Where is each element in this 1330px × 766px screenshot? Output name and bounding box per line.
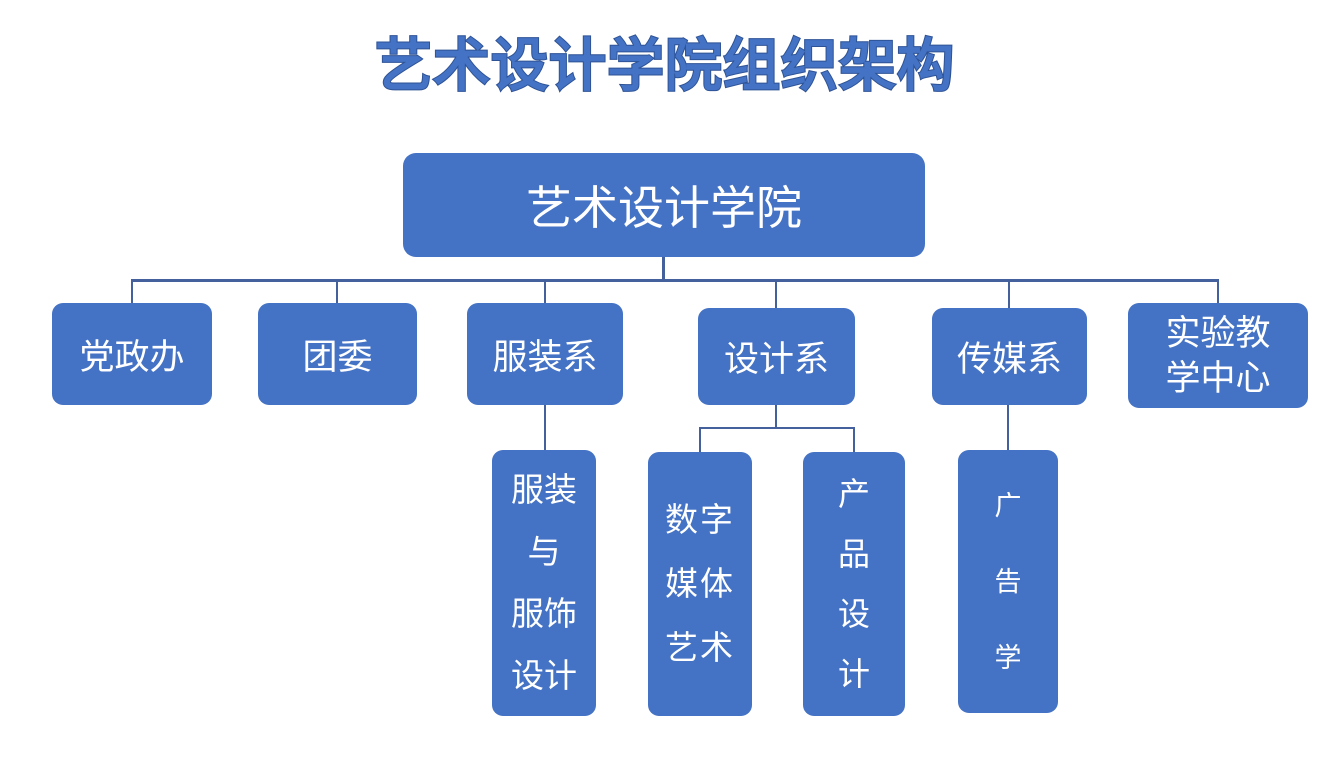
org-node-shejixi: 设计系	[698, 308, 855, 405]
connector-departments-rail	[131, 279, 1219, 282]
org-node-label: 服装系	[492, 337, 598, 377]
org-node-label: 党政办	[79, 337, 185, 377]
connector-shejixi-rail	[699, 427, 855, 429]
org-node-fuzhuangxi: 服装系	[467, 303, 623, 405]
page-title: 艺术设计学院组织架构	[374, 33, 955, 99]
connector-drop-tuanwei	[336, 281, 338, 304]
connector-drop-fuzhuangxi	[544, 281, 546, 304]
org-node-root: 艺术设计学院	[403, 153, 925, 257]
org-node-chanpin-sheji: 产 品 设 计	[803, 452, 905, 716]
org-node-dangzhengban: 党政办	[52, 303, 212, 405]
org-node-label: 产 品 设 计	[837, 476, 870, 692]
org-node-fuzhuang-fushi-sheji: 服装 与 服饰 设计	[492, 450, 596, 716]
org-node-label: 传媒系	[956, 340, 1062, 379]
connector-drop-dangzhengban	[131, 281, 133, 304]
connector-drop-shejixi	[775, 281, 777, 309]
org-node-guanggaoxue: 广 告 学	[958, 450, 1058, 713]
org-node-label: 服装 与 服饰 设计	[511, 471, 577, 694]
org-node-root-label: 艺术设计学院	[526, 182, 802, 234]
org-node-label: 广 告 学	[994, 490, 1022, 673]
org-node-shiyanjiaoxuezhongxin: 实验教 学中心	[1128, 303, 1308, 408]
connector-drop-chanpinsheji	[853, 428, 855, 453]
connector-drop-shumeiyishu	[699, 428, 701, 453]
org-node-chuanmeixi: 传媒系	[932, 308, 1087, 405]
org-node-label: 数字 媒体 艺术	[665, 501, 735, 666]
org-node-label: 实验教 学中心	[1165, 313, 1271, 398]
connector-shejixi-trunk	[775, 405, 777, 428]
connector-chuanmeixi-child	[1007, 405, 1009, 451]
connector-root-trunk	[662, 257, 665, 281]
org-node-shuzi-meiti-yishu: 数字 媒体 艺术	[648, 452, 752, 716]
connector-drop-chuanmeixi	[1008, 281, 1010, 309]
org-node-label: 团委	[302, 337, 373, 377]
org-node-label: 设计系	[723, 340, 829, 379]
org-node-tuanwei: 团委	[258, 303, 417, 405]
connector-drop-shiyan	[1217, 281, 1219, 304]
connector-fuzhuangxi-child	[544, 405, 546, 451]
